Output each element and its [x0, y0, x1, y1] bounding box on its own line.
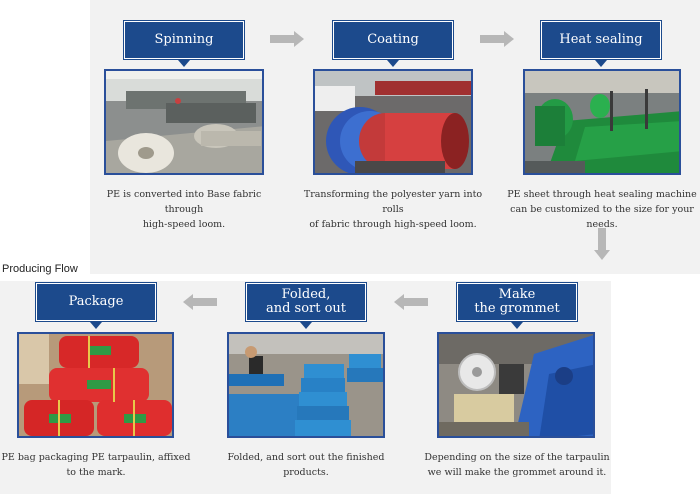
step-pointer — [511, 322, 523, 329]
step-make-grommet-caption: Depending on the size of the tarpaulin w… — [420, 450, 614, 480]
step-spinning-caption: PE is converted into Base fabric through… — [88, 187, 280, 232]
step-pointer — [178, 60, 190, 67]
step-title: Package — [68, 294, 124, 309]
flow-arrow-right — [270, 31, 304, 47]
caption-line: Transforming the polyester yarn into rol… — [303, 189, 483, 215]
caption-line: Depending on the size of the tarpaulin — [424, 452, 610, 463]
caption-line: we will make the grommet around it. — [427, 467, 607, 478]
caption-line: to the mark. — [66, 467, 126, 478]
section-label: Producing Flow — [2, 263, 78, 275]
step-spinning-box: Spinning — [123, 20, 245, 60]
step-make-grommet-photo — [437, 332, 595, 438]
step-folded-sort-caption: Folded, and sort out the finished produc… — [209, 450, 403, 480]
flow-arrow-left — [183, 294, 217, 310]
step-title: and sort out — [265, 301, 347, 316]
flow-arrow-down — [594, 228, 610, 260]
step-title: Make — [498, 287, 536, 302]
step-title: Spinning — [154, 32, 214, 47]
step-pointer — [387, 60, 399, 67]
step-package-box: Package — [35, 282, 157, 322]
caption-line: PE is converted into Base fabric through — [106, 189, 262, 215]
flow-arrow-right — [480, 31, 514, 47]
flow-arrow-left — [394, 294, 428, 310]
step-pointer — [300, 322, 312, 329]
step-title: Heat sealing — [559, 32, 643, 47]
caption-line: PE bag packaging PE tarpaulin, affixed — [1, 452, 191, 463]
step-title: Coating — [367, 32, 419, 47]
step-folded-sort-box: Folded, and sort out — [245, 282, 367, 322]
step-title: Folded, — [281, 287, 331, 302]
caption-line: PE sheet through heat sealing machine — [507, 189, 697, 200]
caption-line: can be customized to the size for your n… — [510, 204, 694, 230]
step-coating-caption: Transforming the polyester yarn into rol… — [297, 187, 489, 232]
step-heat-sealing-photo — [523, 69, 681, 175]
caption-line: of fabric through high-speed loom. — [309, 219, 477, 230]
step-heat-sealing-caption: PE sheet through heat sealing machine ca… — [505, 187, 699, 232]
step-package-photo — [17, 332, 174, 438]
step-make-grommet-box: Make the grommet — [456, 282, 578, 322]
step-pointer — [90, 322, 102, 329]
step-heat-sealing-box: Heat sealing — [540, 20, 662, 60]
step-title: the grommet — [474, 301, 560, 316]
caption-line: high-speed loom. — [142, 219, 226, 230]
step-coating-photo — [313, 69, 473, 175]
step-package-caption: PE bag packaging PE tarpaulin, affixed t… — [0, 450, 192, 480]
step-pointer — [595, 60, 607, 67]
step-coating-box: Coating — [332, 20, 454, 60]
step-folded-sort-photo — [227, 332, 385, 438]
caption-line: Folded, and sort out the finished produc… — [227, 452, 385, 478]
step-spinning-photo — [104, 69, 264, 175]
